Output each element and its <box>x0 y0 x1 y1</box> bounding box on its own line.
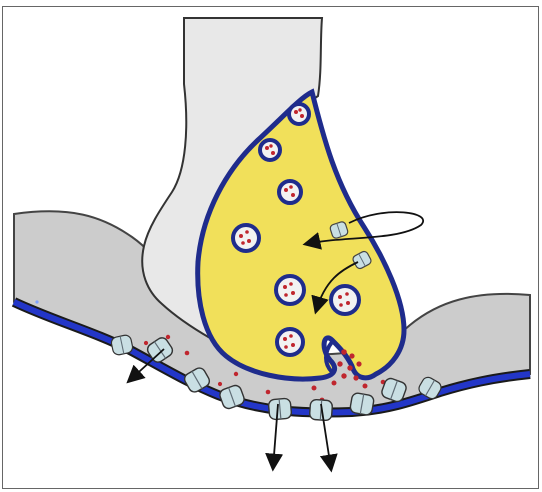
postsynaptic-channel <box>349 392 374 416</box>
neurotransmitter-particle <box>234 372 238 376</box>
neurotransmitter-particle <box>185 351 190 356</box>
vesicle <box>233 225 259 251</box>
neurotransmitter-particle <box>218 382 222 386</box>
vesicle <box>289 104 309 124</box>
neurotransmitter-particle <box>349 353 354 358</box>
neurotransmitter-particle <box>144 341 148 345</box>
vesicle <box>260 140 280 160</box>
neurotransmitter-particle <box>356 361 361 366</box>
vesicle <box>331 286 359 314</box>
neurotransmitter-particle <box>332 381 337 386</box>
neurotransmitter-particle <box>337 361 342 366</box>
neurotransmitter-particle <box>266 390 271 395</box>
neurotransmitter-particle <box>341 373 346 378</box>
postsynaptic-channel <box>110 334 133 356</box>
vesicle <box>277 329 303 355</box>
neurotransmitter-particle <box>353 375 358 380</box>
neurotransmitter-particle <box>347 365 352 370</box>
neurotransmitter-particle <box>312 386 317 391</box>
vesicle <box>276 276 304 304</box>
neurotransmitter-particle <box>363 384 368 389</box>
membrane-speck <box>35 300 38 303</box>
postsynaptic-channel <box>309 399 332 420</box>
neurotransmitter-particle <box>341 349 347 355</box>
neurotransmitter-particle <box>166 335 170 339</box>
vesicle <box>279 181 301 203</box>
postsynaptic-channel <box>268 398 292 420</box>
